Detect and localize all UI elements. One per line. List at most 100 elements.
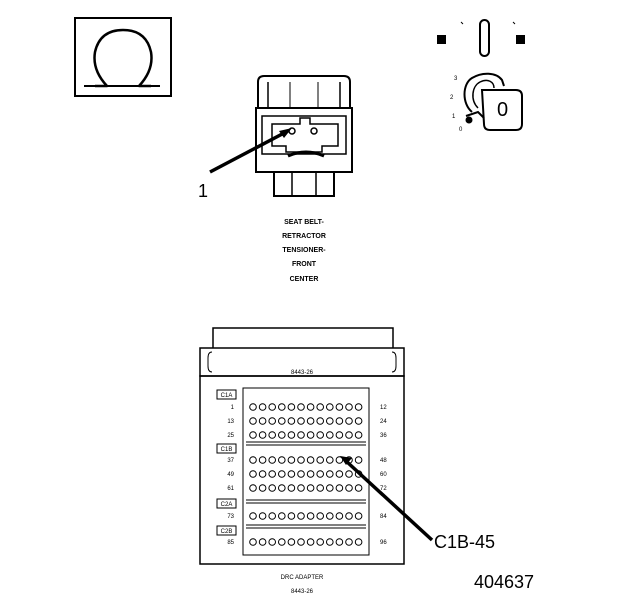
pin-hole — [258, 470, 267, 478]
pin-hole — [306, 403, 315, 411]
pin-hole — [345, 484, 353, 492]
row-start-label: 25 — [227, 433, 234, 439]
pin-hole — [249, 403, 257, 411]
pin-hole — [278, 484, 286, 492]
pin-hole — [258, 512, 267, 520]
position-1-label: 1 — [452, 114, 456, 120]
row-start-label: 1 — [231, 405, 235, 411]
pin-hole — [326, 538, 334, 546]
pin-hole — [249, 538, 257, 546]
row-start-label: 37 — [227, 458, 234, 464]
pin-hole — [297, 470, 305, 478]
pin-hole — [306, 484, 315, 492]
pin-hole — [316, 456, 325, 464]
row-end-label: 84 — [380, 514, 387, 520]
connector-caption-line: CENTER — [290, 276, 319, 283]
row-end-label: 48 — [380, 458, 387, 464]
pin-hole — [258, 456, 267, 464]
pin-hole — [258, 431, 267, 439]
connector-caption-line: RETRACTOR — [282, 233, 326, 240]
section-label: C2B — [221, 529, 233, 535]
pin-hole — [306, 470, 315, 478]
pin-hole — [354, 456, 363, 464]
row-end-label: 96 — [380, 540, 387, 546]
pin-hole — [354, 512, 363, 520]
pin-hole — [354, 431, 363, 439]
row-start-label: 85 — [227, 540, 234, 546]
pin-hole — [335, 431, 344, 439]
pin-hole — [306, 456, 315, 464]
pin-hole — [268, 484, 277, 492]
pin-hole — [306, 538, 315, 546]
pin-hole — [316, 403, 325, 411]
pin-hole — [297, 431, 305, 439]
key-head-icon — [480, 89, 523, 131]
pin-hole — [287, 538, 296, 546]
pin-hole — [306, 512, 315, 520]
pin-hole — [249, 512, 257, 520]
pin-hole — [268, 417, 277, 425]
pin-hole — [345, 512, 353, 520]
pin-hole — [258, 484, 267, 492]
pin-hole — [335, 538, 344, 546]
seat-belt-connector: 1 SEAT BELT- RETRACTOR TENSIONER- FRONT … — [198, 75, 353, 283]
pin-hole — [297, 417, 305, 425]
pin-hole — [326, 417, 334, 425]
pin-hole — [335, 512, 344, 520]
pin-hole — [287, 484, 296, 492]
figure-number: 404637 — [474, 572, 534, 592]
row-end-label: 24 — [380, 419, 387, 425]
key-label: 0 — [497, 99, 508, 121]
row-end-label: 72 — [380, 486, 387, 492]
pin-hole — [316, 431, 325, 439]
pin-hole — [354, 403, 363, 411]
pin-hole — [335, 484, 344, 492]
key-slot-icon — [479, 19, 490, 57]
pin-hole — [258, 538, 267, 546]
connector-caption-line: FRONT — [292, 261, 317, 268]
ignition-switch: 0 3 2 1 0 — [437, 19, 525, 133]
pin-hole — [354, 484, 363, 492]
row-end-label: 36 — [380, 433, 387, 439]
pin-hole — [278, 456, 286, 464]
pin-hole — [287, 456, 296, 464]
pin-hole — [326, 512, 334, 520]
position-2-label: 2 — [450, 95, 454, 101]
position-0-label: 0 — [459, 127, 463, 133]
pin-hole — [345, 538, 353, 546]
pin-hole — [345, 470, 353, 478]
section-label: C2A — [221, 502, 233, 508]
adapter-top-label: 8443-26 — [291, 370, 314, 376]
row-start-label: 13 — [227, 419, 234, 425]
section-box — [216, 443, 237, 454]
pin-hole — [297, 403, 305, 411]
pin-hole — [249, 484, 257, 492]
pin-hole — [287, 512, 296, 520]
pin-hole — [287, 417, 296, 425]
pin-hole — [345, 431, 353, 439]
row-end-label: 12 — [380, 405, 387, 411]
section-label: C1A — [221, 393, 233, 399]
pin-hole — [326, 431, 334, 439]
row-start-label: 61 — [227, 486, 234, 492]
section-box — [216, 389, 237, 400]
pin-hole — [306, 431, 315, 439]
pin-hole — [306, 417, 315, 425]
pin-hole — [287, 431, 296, 439]
pin-hole — [354, 417, 363, 425]
pin-hole — [278, 538, 286, 546]
pin-hole — [335, 470, 344, 478]
ohmmeter-symbol — [74, 17, 172, 97]
pin-hole — [278, 431, 286, 439]
pin-hole — [278, 470, 286, 478]
pin-hole — [345, 417, 353, 425]
pin-hole — [297, 512, 305, 520]
pin-hole — [268, 403, 277, 411]
connector-caption-line: SEAT BELT- — [284, 219, 324, 226]
pin-hole — [287, 470, 296, 478]
pin-hole — [268, 456, 277, 464]
pin-hole — [249, 431, 257, 439]
section-label: C1B — [221, 447, 233, 453]
pin-hole — [326, 470, 334, 478]
